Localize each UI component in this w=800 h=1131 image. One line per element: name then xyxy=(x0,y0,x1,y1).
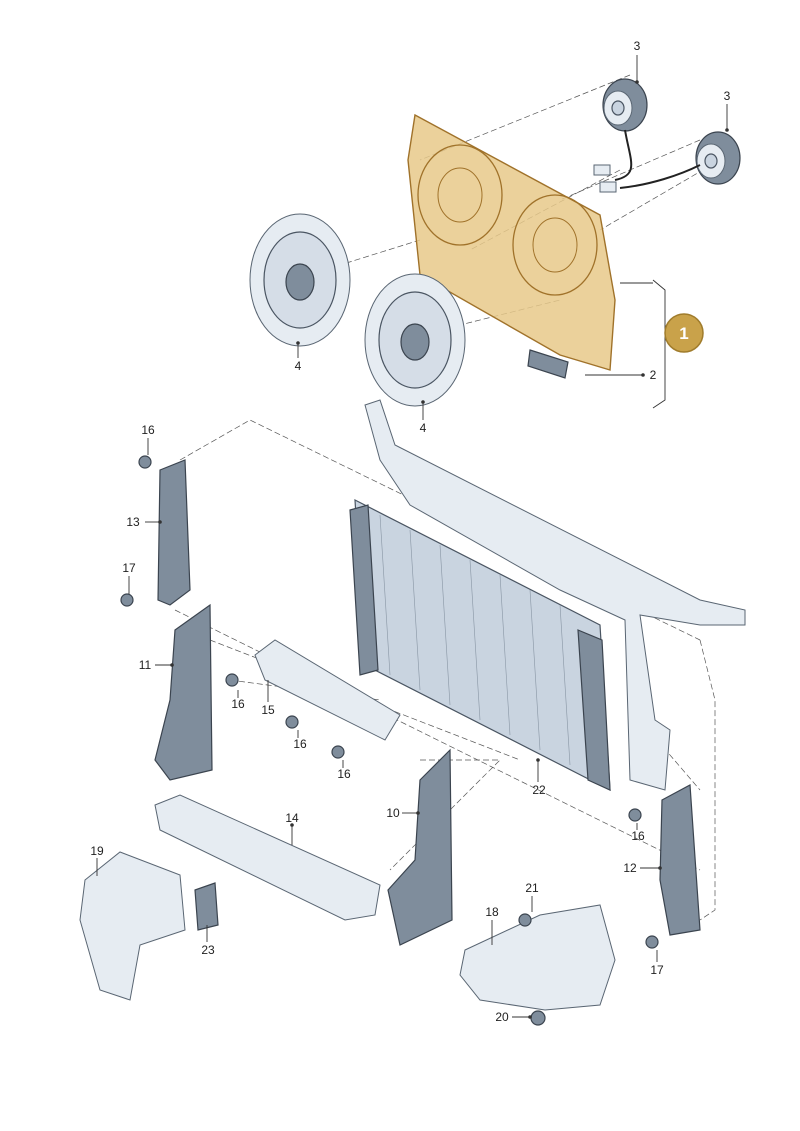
leader-dots xyxy=(158,80,729,1019)
part-label: 16 xyxy=(293,737,307,751)
air-duct-left-lower[interactable] xyxy=(154,603,213,781)
part-label: 16 xyxy=(231,697,245,711)
shroud-seal-plate[interactable] xyxy=(527,349,569,379)
lock-carrier[interactable] xyxy=(364,399,746,791)
part-label: 17 xyxy=(650,963,664,977)
part-label: 19 xyxy=(90,844,104,858)
part-label: 3 xyxy=(634,39,641,53)
callout-label: 1 xyxy=(679,324,688,343)
part-label: 10 xyxy=(386,806,400,820)
air-duct-right-front[interactable] xyxy=(459,904,616,1011)
part-label: 16 xyxy=(631,829,645,843)
part-label: 20 xyxy=(495,1010,509,1024)
part-label: 11 xyxy=(139,658,152,672)
part-label: 17 xyxy=(122,561,136,575)
air-duct-left-upper[interactable] xyxy=(157,459,191,606)
part-label: 23 xyxy=(201,943,215,957)
part-label: 15 xyxy=(261,703,275,717)
air-duct-right-upper[interactable] xyxy=(659,784,701,936)
part-label: 16 xyxy=(141,423,155,437)
bracket[interactable] xyxy=(194,882,219,931)
part-label: 16 xyxy=(337,767,351,781)
fasteners xyxy=(120,455,659,1026)
fan-motor-left[interactable] xyxy=(602,78,648,132)
leader-lines xyxy=(96,55,728,1018)
part-label: 22 xyxy=(532,783,546,797)
part-labels: 3 3 2 4 4 16 13 17 11 16 15 16 16 22 10 … xyxy=(90,39,730,1024)
part-label: 14 xyxy=(285,811,299,825)
fan-motor-right[interactable] xyxy=(695,131,741,185)
part-label: 12 xyxy=(623,861,637,875)
part-label: 2 xyxy=(650,368,657,382)
fan-shroud[interactable] xyxy=(407,113,616,371)
radiator[interactable] xyxy=(349,498,611,792)
part-label: 4 xyxy=(420,421,427,435)
part-label: 21 xyxy=(525,881,539,895)
part-label: 18 xyxy=(485,905,499,919)
motor-wiring-harness xyxy=(593,129,701,193)
brake-air-duct-left[interactable] xyxy=(79,851,186,1001)
underbody-panel[interactable] xyxy=(154,794,381,921)
callout-circle xyxy=(664,313,704,353)
air-duct-right-lower[interactable] xyxy=(387,748,453,946)
part-label: 13 xyxy=(126,515,140,529)
part-label: 3 xyxy=(724,89,731,103)
fan-wheel-upper[interactable] xyxy=(249,213,351,347)
part-label: 4 xyxy=(295,359,302,373)
air-guide-center[interactable] xyxy=(254,639,401,741)
fan-wheel-lower[interactable] xyxy=(364,273,466,407)
callout-badge[interactable]: 1 xyxy=(664,313,704,353)
